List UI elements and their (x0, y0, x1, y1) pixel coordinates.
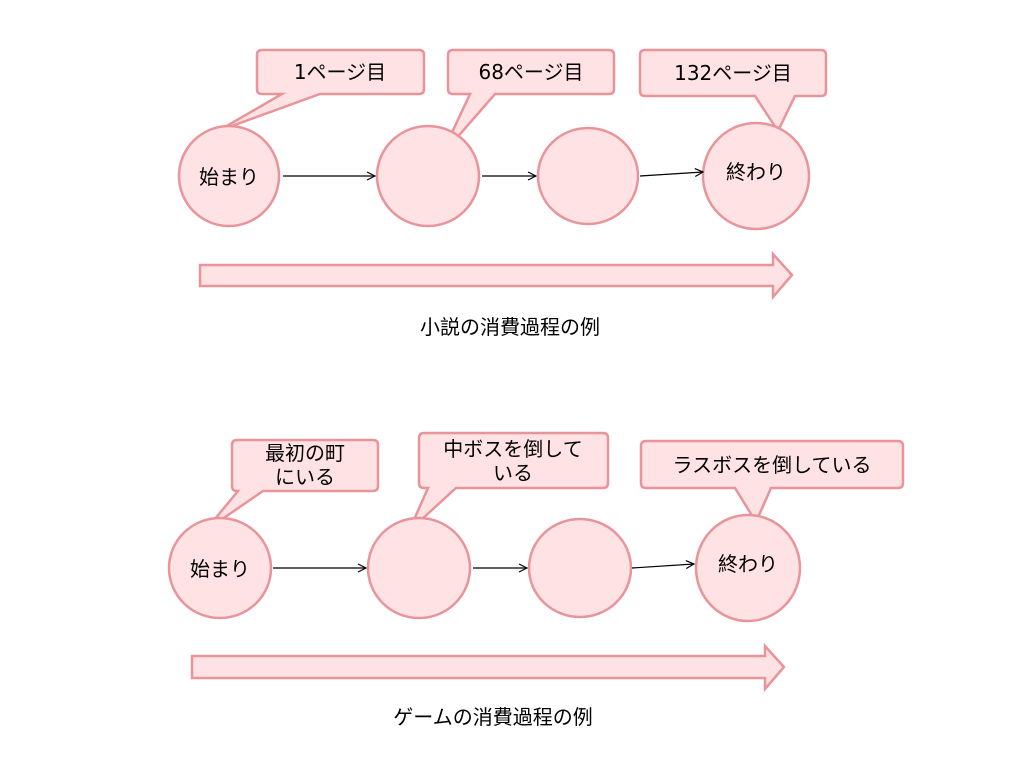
game-node-2 (366, 516, 472, 620)
novel-callout-3-shape (638, 48, 828, 134)
game-callout-2-shape (407, 431, 610, 532)
novel-section (177, 48, 828, 301)
game-section (167, 431, 905, 693)
game-node-start (167, 516, 273, 620)
game-callout-3-shape (639, 439, 905, 525)
novel-connector-3 (639, 172, 703, 176)
game-node-3 (527, 517, 633, 619)
game-node-end (694, 513, 802, 623)
novel-callout-2-shape (439, 48, 616, 157)
novel-node-3 (536, 126, 640, 226)
novel-progress-arrow (198, 250, 794, 301)
novel-callout-1-shape (217, 48, 426, 133)
novel-node-end (701, 121, 811, 231)
novel-node-start (177, 124, 281, 228)
novel-node-2 (375, 124, 481, 228)
game-progress-arrow (190, 642, 786, 693)
game-callout-1-shape (204, 438, 380, 533)
game-connector-3 (631, 564, 694, 568)
